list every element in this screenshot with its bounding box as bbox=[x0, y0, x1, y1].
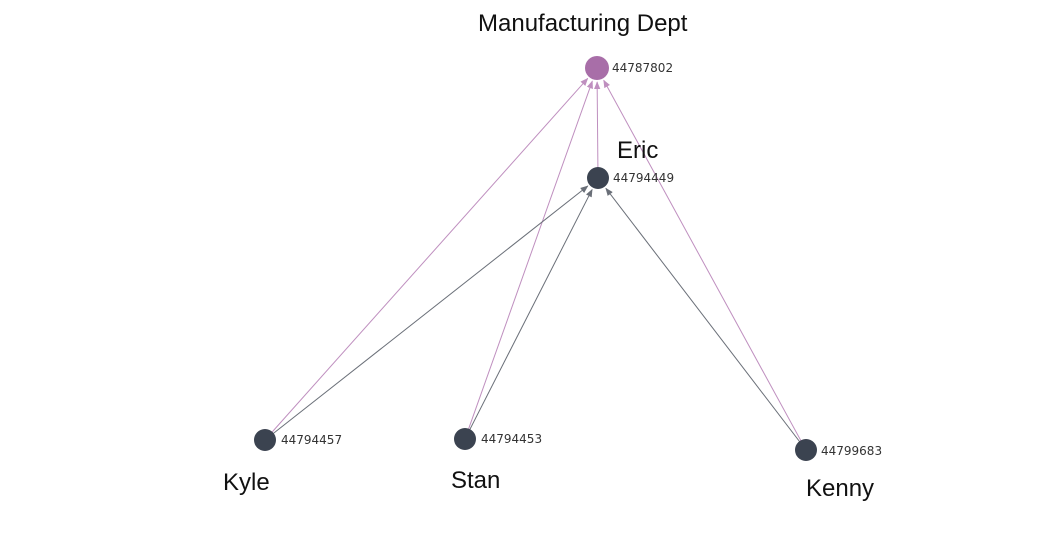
node-eric[interactable]: 44794449 Eric bbox=[587, 137, 674, 189]
node-id-eric: 44794449 bbox=[613, 171, 674, 185]
edge-kyle-to-dept bbox=[266, 77, 589, 439]
node-label-kyle: Kyle bbox=[223, 469, 270, 496]
node-label-kenny: Kenny bbox=[806, 475, 874, 502]
edge-stan-to-dept bbox=[465, 80, 593, 438]
node-label-stan: Stan bbox=[451, 467, 500, 494]
node-circle-stan[interactable] bbox=[454, 428, 476, 450]
node-circle-kenny[interactable] bbox=[795, 439, 817, 461]
node-id-kyle: 44794457 bbox=[281, 433, 342, 447]
edge-kenny-to-eric bbox=[605, 187, 806, 449]
edge-kenny-to-dept bbox=[603, 79, 806, 449]
edge-layer bbox=[266, 77, 806, 449]
edge-kyle-to-eric bbox=[266, 185, 589, 440]
node-label-dept: Manufacturing Dept bbox=[478, 10, 688, 37]
node-circle-eric[interactable] bbox=[587, 167, 609, 189]
node-label-eric: Eric bbox=[617, 137, 658, 164]
node-circle-kyle[interactable] bbox=[254, 429, 276, 451]
edge-eric-to-dept bbox=[593, 81, 601, 176]
node-id-kenny: 44799683 bbox=[821, 444, 882, 458]
node-id-stan: 44794453 bbox=[481, 432, 542, 446]
edge-stan-to-eric bbox=[465, 188, 593, 438]
node-id-dept: 44787802 bbox=[612, 61, 673, 75]
node-circle-dept[interactable] bbox=[585, 56, 609, 80]
node-dept[interactable]: 44787802 Manufacturing Dept bbox=[478, 10, 688, 80]
